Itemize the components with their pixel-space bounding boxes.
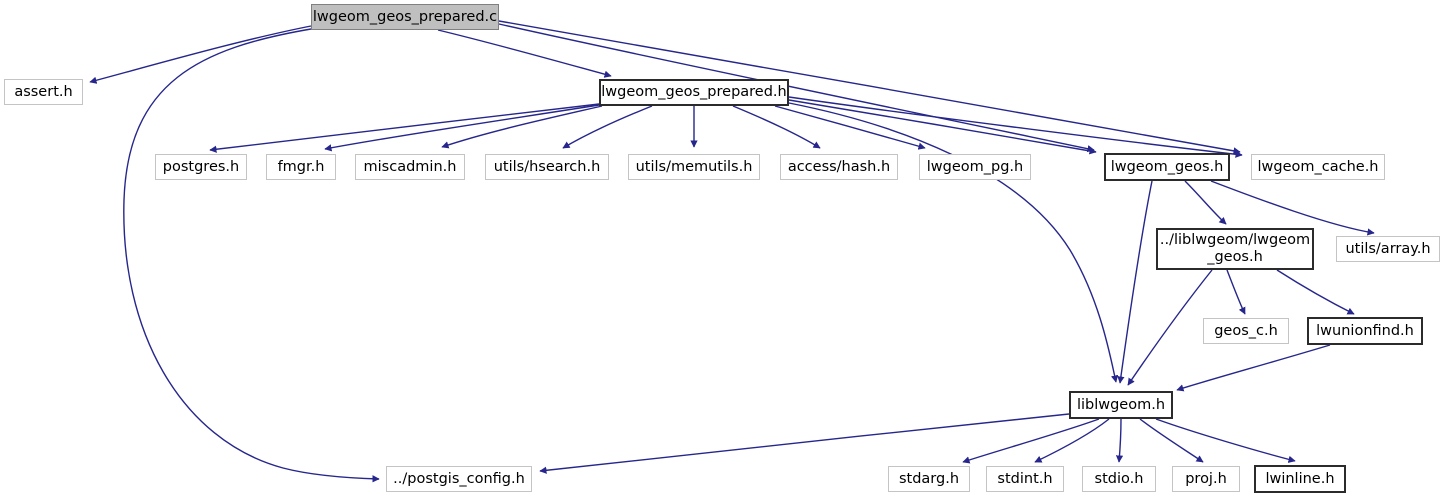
graph-edge (123, 28, 380, 483)
graph-edge (498, 23, 1095, 153)
graph-node-stdint-h[interactable]: stdint.h (986, 466, 1064, 492)
graph-edge (732, 105, 821, 149)
graph-node-lwgeom-geos-prepared-h[interactable]: lwgeom_geos_prepared.h (599, 79, 789, 106)
graph-node-utils-memutils-h[interactable]: utils/memutils.h (628, 154, 760, 180)
graph-edge (1139, 418, 1204, 463)
graph-edge (562, 105, 653, 149)
graph-edge (1176, 344, 1331, 392)
graph-edge (1184, 180, 1227, 225)
graph-node-lwunionfind-h[interactable]: lwunionfind.h (1307, 317, 1423, 345)
graph-node-lwgeom-pg-h[interactable]: lwgeom_pg.h (919, 154, 1031, 180)
graph-edge (1115, 418, 1124, 463)
graph-node-miscadmin-h[interactable]: miscadmin.h (355, 154, 465, 180)
graph-node-lwgeom-geos-h[interactable]: lwgeom_geos.h (1104, 153, 1230, 181)
graph-edge (324, 104, 600, 152)
graph-edge (1226, 269, 1246, 315)
graph-node-stdarg-h[interactable]: stdarg.h (888, 466, 970, 492)
graph-node-postgis-config-h[interactable]: ../postgis_config.h (386, 466, 532, 492)
graph-node-fmgr-h[interactable]: fmgr.h (266, 154, 336, 180)
graph-edge (498, 20, 1241, 155)
graph-edge (788, 102, 1119, 383)
graph-edge (441, 105, 603, 149)
graph-edge (788, 99, 1097, 155)
graph-node-postgres-h[interactable]: postgres.h (155, 154, 247, 180)
graph-node-geos-c-h[interactable]: geos_c.h (1203, 318, 1289, 344)
graph-node-liblwgeom-h[interactable]: liblwgeom.h (1069, 391, 1173, 419)
graph-edge (1276, 269, 1355, 315)
edge-group (89, 20, 1375, 483)
graph-edge (1127, 269, 1213, 386)
graph-edge (1155, 418, 1296, 463)
graph-edge (89, 25, 312, 84)
graph-edge (1034, 418, 1110, 463)
graph-edge (209, 103, 600, 153)
graph-edge (788, 96, 1243, 158)
graph-node-access-hash-h[interactable]: access/hash.h (780, 154, 898, 180)
graph-node-lwinline-h[interactable]: lwinline.h (1254, 465, 1346, 493)
graph-node-lwgeom-cache-h[interactable]: lwgeom_cache.h (1251, 154, 1385, 180)
graph-node-liblwgeom-lwgeom-geos-h[interactable]: ../liblwgeom/lwgeom _geos.h (1156, 228, 1314, 270)
graph-edge (774, 105, 926, 150)
graph-node-lwgeom-geos-prepared-c[interactable]: lwgeom_geos_prepared.c (311, 4, 499, 30)
graph-node-stdio-h[interactable]: stdio.h (1082, 466, 1156, 492)
graph-edge (539, 413, 1070, 474)
graph-node-assert-h[interactable]: assert.h (4, 79, 83, 105)
graph-edge (437, 29, 612, 78)
graph-node-utils-hsearch-h[interactable]: utils/hsearch.h (485, 154, 609, 180)
graph-edge (962, 418, 1100, 464)
graph-edge (1210, 180, 1375, 236)
graph-node-utils-array-h[interactable]: utils/array.h (1336, 236, 1440, 262)
graph-node-proj-h[interactable]: proj.h (1172, 466, 1240, 492)
graph-edge (1117, 180, 1153, 384)
